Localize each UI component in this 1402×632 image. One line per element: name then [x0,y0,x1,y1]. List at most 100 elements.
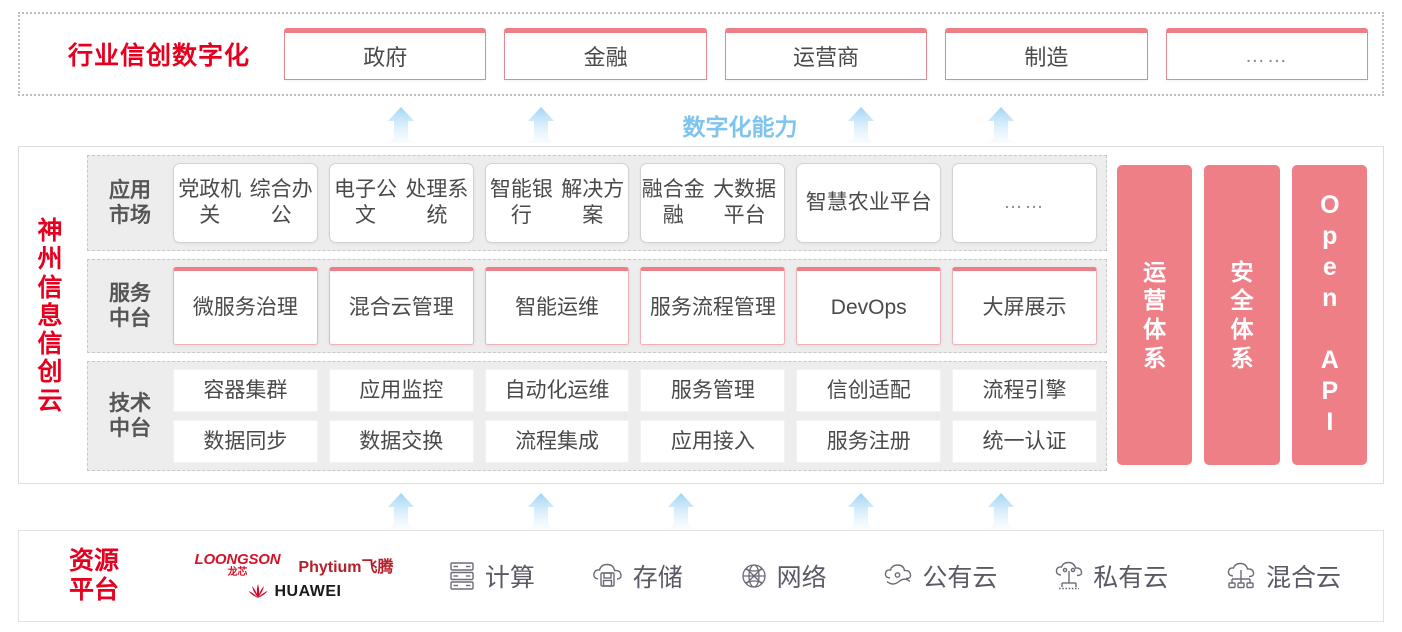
tech-cell-data-sync[interactable]: 数据同步 [173,420,318,463]
pillar-open-api[interactable]: Open API [1291,165,1367,465]
svc-cell-microservice-governance[interactable]: 微服务治理 [173,267,318,345]
svc-cell-devops[interactable]: DevOps [796,267,942,345]
svc-cell-service-process-mgmt[interactable]: 服务流程管理 [640,267,786,345]
resource-item-label: 计算 [484,564,535,592]
server-icon [447,560,477,592]
cloud-title-char: 创 [37,358,63,387]
pillar-char: 全 [1230,287,1254,314]
app-cell-fintech-bigdata[interactable]: 融合金融大数据平台 [640,163,786,243]
pillar-operations-system[interactable]: 运 营 体 系 [1117,165,1193,465]
loongson-logo: LOONGSON 龙芯 [194,552,280,578]
tech-cell-service-registry[interactable]: 服务注册 [796,420,942,463]
layer-label-technical-platform: 技术 中台 [97,391,163,441]
cloud-title-char: 息 [37,301,63,330]
layer-label-line: 中台 [109,417,151,440]
resource-title-line: 平台 [68,576,119,604]
resource-arrow-row [0,488,1402,530]
layer-label-line: 服务 [109,281,151,305]
tech-cell-container-cluster[interactable]: 容器集群 [173,369,318,412]
resource-item-label: 公有云 [922,564,998,592]
svc-cell-aiops[interactable]: 智能运维 [484,267,630,345]
pillar-char: 系 [1143,344,1167,371]
cloud-platform-title: 神 州 信 息 信 创 云 [19,147,81,483]
up-arrow-icon [518,106,564,144]
tech-cell-automated-ops[interactable]: 自动化运维 [484,369,630,412]
public-cloud-icon [882,562,914,590]
layer-application-market: 应用 市场 党政机关综合办公 电子公文处理系统 智能银行解决方案 融合金融大数据… [87,155,1107,251]
resource-item-label: 存储 [632,564,683,592]
pillar-char: 运 [1143,258,1167,285]
hybrid-cloud-icon [1224,562,1258,590]
technical-platform-row: 容器集群 应用监控 自动化运维 服务管理 信创适配 流程引擎 [173,369,1097,412]
up-arrow-icon [978,492,1024,530]
tech-cell-process-integration[interactable]: 流程集成 [484,420,630,463]
up-arrow-icon [518,492,564,530]
application-market-cells: 党政机关综合办公 电子公文处理系统 智能银行解决方案 融合金融大数据平台 智慧农… [173,163,1097,243]
pillar-char: 营 [1143,287,1167,314]
industry-box-telecom[interactable]: 运营商 [724,28,928,80]
pillar-open-api-label: Open API [1315,191,1344,439]
tech-cell-app-access[interactable]: 应用接入 [640,420,786,463]
app-cell-smart-bank[interactable]: 智能银行解决方案 [484,163,630,243]
resource-item-compute[interactable]: 计算 [447,558,535,594]
resource-item-public-cloud[interactable]: 公有云 [882,558,997,594]
svc-cell-dashboard[interactable]: 大屏展示 [952,267,1097,345]
industry-box-more[interactable]: …… [1165,28,1369,80]
resource-item-label: 混合云 [1266,564,1342,592]
app-cell-smart-agriculture[interactable]: 智慧农业平台 [796,163,942,243]
cloud-title-char: 州 [37,245,63,274]
app-cell-edoc-system[interactable]: 电子公文处理系统 [328,163,474,243]
app-cell-government-office[interactable]: 党政机关综合办公 [173,163,318,243]
layer-label-line: 中台 [109,307,151,330]
cloud-platform-container: 神 州 信 息 信 创 云 应用 市场 党政机关综合办公 电子公文处理系统 [18,146,1384,484]
network-globe-icon [739,561,769,591]
huawei-flower-icon [247,583,269,601]
resource-item-hybrid-cloud[interactable]: 混合云 [1224,558,1341,594]
pillar-operations-label: 运 营 体 系 [1143,258,1166,373]
tech-cell-xinchuang-adaptation[interactable]: 信创适配 [796,369,942,412]
pillar-char: 体 [1230,316,1254,342]
up-arrow-icon [838,492,884,530]
cloud-title-char: 神 [37,217,63,246]
app-cell-more[interactable]: …… [952,163,1097,243]
industry-box-finance[interactable]: 金融 [504,28,707,80]
pillar-security-system[interactable]: 安 全 体 系 [1204,165,1280,465]
layer-service-platform: 服务 中台 微服务治理 混合云管理 智能运维 服务流程管理 DevOps 大屏展… [87,259,1107,353]
technical-platform-row: 数据同步 数据交换 流程集成 应用接入 服务注册 统一认证 [173,420,1097,463]
resource-item-network[interactable]: 网络 [739,558,827,594]
layer-label-line: 市场 [109,204,151,227]
tech-cell-app-monitoring[interactable]: 应用监控 [328,369,474,412]
industry-box-government[interactable]: 政府 [284,28,487,80]
pillar-char: 体 [1143,316,1167,342]
cloud-title-char: 信 [37,330,63,359]
industry-box-manufacturing[interactable]: 制造 [945,28,1148,80]
resource-item-private-cloud[interactable]: 私有云 [1053,558,1168,594]
tech-cell-data-exchange[interactable]: 数据交换 [328,420,474,463]
pillar-security-label: 安 全 体 系 [1230,258,1253,373]
resource-title-line: 资源 [68,546,119,575]
loongson-logo-en: LOONGSON [194,550,281,568]
cloud-storage-icon [591,561,625,591]
digital-capability-arrow-row: 数字化能力 [0,100,1402,144]
industry-band: 行业信创数字化 政府 金融 运营商 制造 …… [18,12,1384,96]
digital-capability-label: 数字化能力 [682,114,798,140]
resource-platform-title: 资源 平台 [19,547,169,606]
vendor-row-top: LOONGSON 龙芯 Phytium飞腾 [194,552,393,578]
tech-cell-process-engine[interactable]: 流程引擎 [952,369,1097,412]
svc-cell-hybrid-cloud-mgmt[interactable]: 混合云管理 [328,267,474,345]
vendor-logo-group: LOONGSON 龙芯 Phytium飞腾 [169,552,419,601]
cloud-title-char: 信 [37,273,63,302]
pillar-group: 运 营 体 系 安 全 体 系 Open API [1117,155,1373,475]
service-platform-cells: 微服务治理 混合云管理 智能运维 服务流程管理 DevOps 大屏展示 [173,267,1097,345]
tech-cell-unified-auth[interactable]: 统一认证 [952,420,1097,463]
vendor-row-bottom: HUAWEI [247,583,342,601]
layer-stack: 应用 市场 党政机关综合办公 电子公文处理系统 智能银行解决方案 融合金融大数据… [87,155,1107,475]
technical-platform-grid: 容器集群 应用监控 自动化运维 服务管理 信创适配 流程引擎 数据同步 数据交换… [173,369,1097,463]
cloud-platform-body: 应用 市场 党政机关综合办公 电子公文处理系统 智能银行解决方案 融合金融大数据… [81,147,1383,483]
resource-item-storage[interactable]: 存储 [591,558,683,594]
layer-label-service-platform: 服务 中台 [97,281,163,331]
layer-label-application-market: 应用 市场 [97,178,163,228]
tech-cell-service-mgmt[interactable]: 服务管理 [640,369,786,412]
cloud-title-char: 云 [37,386,63,415]
